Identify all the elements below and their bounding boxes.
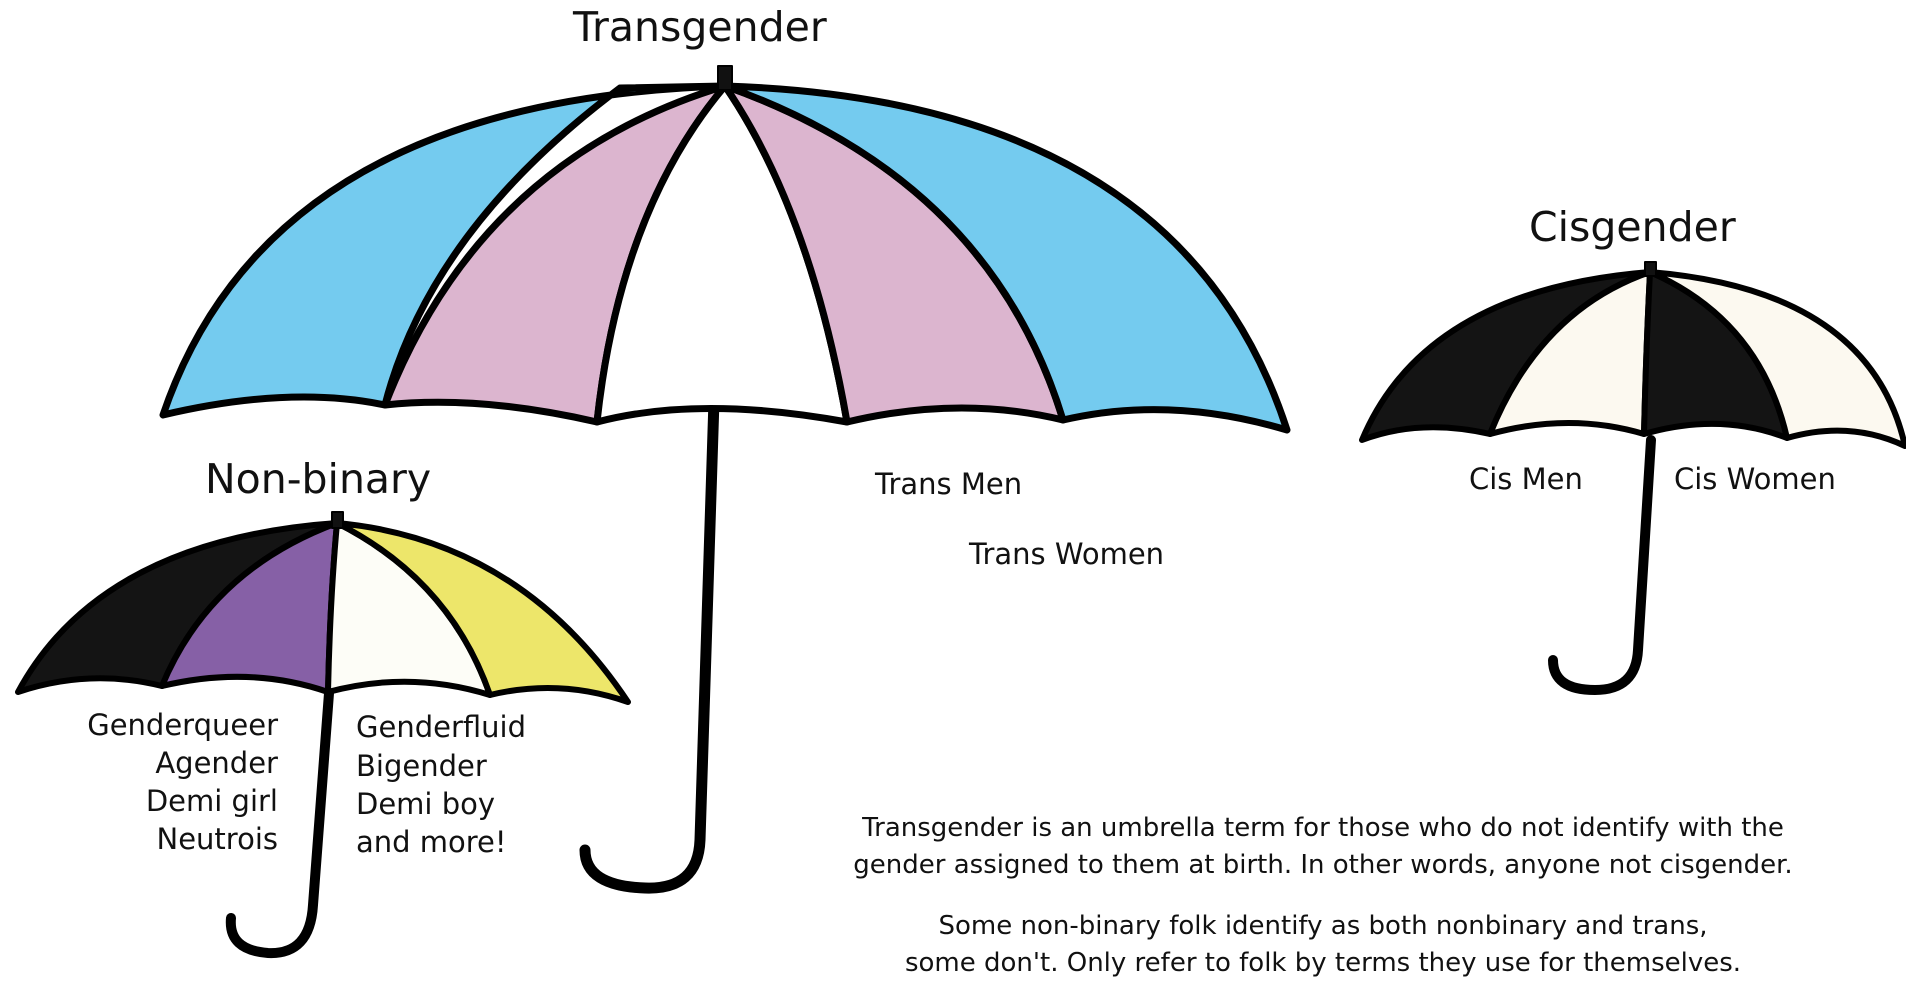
nonbinary-label-left-3: Demi girl — [146, 787, 278, 816]
nonbinary-label-left-4: Neutrois — [157, 825, 278, 854]
nonbinary-title: Non-binary — [205, 459, 431, 500]
note-line-3: Some non-binary folk identify as both no… — [743, 908, 1903, 945]
trans-ferrule — [718, 66, 732, 90]
nonbinary-label-right-3: Demi boy — [356, 790, 495, 819]
transgender-title: Transgender — [573, 7, 827, 48]
cis-ferrule — [1645, 262, 1656, 276]
trans-handle-shaft — [585, 400, 714, 888]
trans-label-trans-men: Trans Men — [875, 470, 1022, 499]
note-line-1: Transgender is an umbrella term for thos… — [743, 810, 1903, 847]
cis-label-cis-women: Cis Women — [1674, 465, 1836, 494]
note-line-4: some don't. Only refer to folk by terms … — [743, 945, 1903, 982]
nonbinary-label-right-4: and more! — [356, 828, 507, 857]
nonbinary-label-right-1: Genderfluid — [356, 713, 526, 742]
nonbinary-ferrule — [332, 512, 343, 528]
nonbinary-label-left-1: Genderqueer — [87, 711, 278, 740]
cisgender-title: Cisgender — [1529, 207, 1736, 248]
nonbinary-label-right-2: Bigender — [356, 752, 487, 781]
cis-label-cis-men: Cis Men — [1469, 465, 1583, 494]
nonbinary-label-left-2: Agender — [155, 749, 278, 778]
trans-label-trans-women: Trans Women — [969, 540, 1164, 569]
note-line-2: gender assigned to them at birth. In oth… — [743, 847, 1903, 884]
